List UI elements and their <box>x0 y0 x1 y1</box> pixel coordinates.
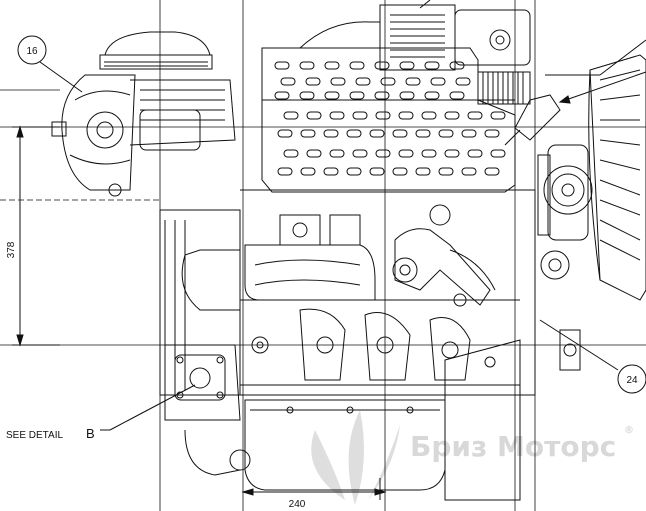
shield-hole <box>329 149 345 158</box>
shield-hole <box>375 111 391 120</box>
shield-hole <box>461 129 477 138</box>
shield-hole <box>444 149 460 158</box>
engine-block <box>159 189 536 396</box>
shield-hole <box>438 167 454 176</box>
shield-hole <box>300 129 316 138</box>
shield-hole <box>299 91 315 100</box>
heat-shield <box>261 47 516 193</box>
shield-hole <box>399 61 415 70</box>
shield-hole <box>324 91 340 100</box>
shield-hole <box>300 167 316 176</box>
shield-hole <box>277 129 293 138</box>
callout-16 <box>17 35 83 93</box>
shield-hole <box>449 91 465 100</box>
shield-hole <box>438 129 454 138</box>
shield-perforations <box>274 61 506 176</box>
shield-hole <box>374 91 390 100</box>
shield-hole <box>424 61 440 70</box>
shield-hole <box>430 77 446 86</box>
shield-hole <box>352 111 368 120</box>
shield-hole <box>306 111 322 120</box>
shield-hole <box>274 91 290 100</box>
detail-b-leader <box>100 384 196 431</box>
shield-hole <box>277 167 293 176</box>
shield-hole <box>299 61 315 70</box>
shield-hole <box>490 111 506 120</box>
shield-hole <box>305 77 321 86</box>
shield-hole <box>398 111 414 120</box>
shield-hole <box>415 167 431 176</box>
dimension-horizontal-label: 240 <box>289 499 306 510</box>
shield-hole <box>283 149 299 158</box>
callout-24-label: 24 <box>626 375 638 386</box>
shield-hole <box>369 129 385 138</box>
callout-16-label: 16 <box>26 46 38 57</box>
pulley-assembly <box>537 144 593 371</box>
cooling-fan <box>588 39 646 301</box>
thermostat-housing <box>392 204 496 307</box>
shield-hole <box>375 149 391 158</box>
injector <box>504 94 561 146</box>
shield-hole <box>346 167 362 176</box>
shield-hole <box>323 129 339 138</box>
dimension-vertical-label: 378 <box>6 241 17 258</box>
shield-hole <box>399 91 415 100</box>
leader-arrows <box>545 71 646 104</box>
shield-hole <box>398 149 414 158</box>
shield-hole <box>392 129 408 138</box>
shield-hole <box>424 91 440 100</box>
shield-hole <box>415 129 431 138</box>
watermark: Бриз Моторс ® <box>311 410 634 505</box>
shield-hole <box>490 149 506 158</box>
shield-hole <box>455 77 471 86</box>
watermark-registered-mark: ® <box>624 425 634 436</box>
shield-hole <box>274 61 290 70</box>
shield-hole <box>329 111 345 120</box>
dimension-vertical <box>12 125 60 347</box>
shield-hole <box>421 149 437 158</box>
shield-hole <box>467 111 483 120</box>
oil-pan <box>184 399 446 500</box>
shield-hole <box>306 149 322 158</box>
exhaust-manifold <box>181 214 376 311</box>
shield-hole <box>330 77 346 86</box>
air-filter <box>51 31 236 197</box>
top-connector <box>299 0 531 105</box>
shield-hole <box>380 77 396 86</box>
shield-hole <box>352 149 368 158</box>
shield-hole <box>369 167 385 176</box>
watermark-text: Бриз Моторс <box>410 430 616 463</box>
shield-hole <box>467 149 483 158</box>
shield-hole <box>374 61 390 70</box>
see-detail-label: SEE DETAIL <box>6 430 63 441</box>
shield-hole <box>392 167 408 176</box>
detail-letter-label: B <box>86 426 95 441</box>
watermark-logo-icon <box>311 410 400 505</box>
shield-hole <box>323 167 339 176</box>
shield-hole <box>346 129 362 138</box>
shield-hole <box>349 91 365 100</box>
callout-24 <box>539 319 646 394</box>
shield-hole <box>421 111 437 120</box>
shield-hole <box>461 167 477 176</box>
shield-hole <box>324 61 340 70</box>
shield-hole <box>444 111 460 120</box>
shield-hole <box>484 129 500 138</box>
dimension-horizontal <box>241 488 387 496</box>
shield-hole <box>355 77 371 86</box>
shield-hole <box>405 77 421 86</box>
shield-hole <box>349 61 365 70</box>
shield-hole <box>280 77 296 86</box>
shield-hole <box>484 167 500 176</box>
shield-hole <box>283 111 299 120</box>
crankcase-lobes <box>251 308 471 381</box>
